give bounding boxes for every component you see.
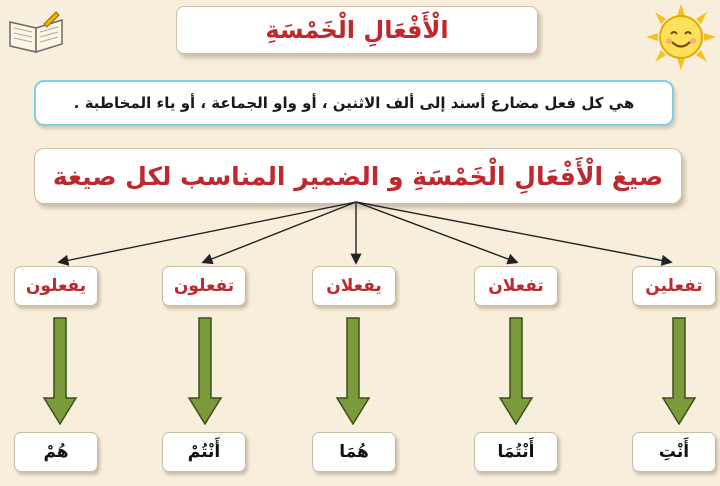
verb-form-box: تفعلون [162, 266, 246, 306]
page-title: الْأَفْعَالِ الْخَمْسَةِ [176, 6, 538, 54]
verb-form-box: يفعلان [312, 266, 396, 306]
pronoun-box: هُمَا [312, 432, 396, 472]
pronoun-box: أَنْتِ [632, 432, 716, 472]
connector-line [355, 201, 673, 266]
connector-line [201, 201, 357, 265]
pronoun-box: هُمْ [14, 432, 98, 472]
definition-box: هي كل فعل مضارع أسند إلى ألف الاثنين ، أ… [34, 80, 674, 126]
verb-form-box: يفعلون [14, 266, 98, 306]
connector-line [355, 201, 519, 265]
down-arrow-icon [187, 317, 223, 426]
open-book-icon [9, 11, 63, 54]
verb-form-box: تفعلان [474, 266, 558, 306]
pronoun-box: أَنْتُمَا [474, 432, 558, 472]
down-arrow-icon [661, 317, 697, 426]
down-arrow-icon [335, 317, 371, 426]
down-arrow-icon [498, 317, 534, 426]
verb-form-box: تفعلين [632, 266, 716, 306]
forms-subtitle: صيغ الْأَفْعَالِ الْخَمْسَةِ و الضمير ال… [34, 148, 682, 204]
smiling-sun-icon [646, 4, 716, 70]
down-arrow-icon [42, 317, 78, 426]
pronoun-box: أَنْتُمْ [162, 432, 246, 472]
connector-line [57, 201, 357, 266]
